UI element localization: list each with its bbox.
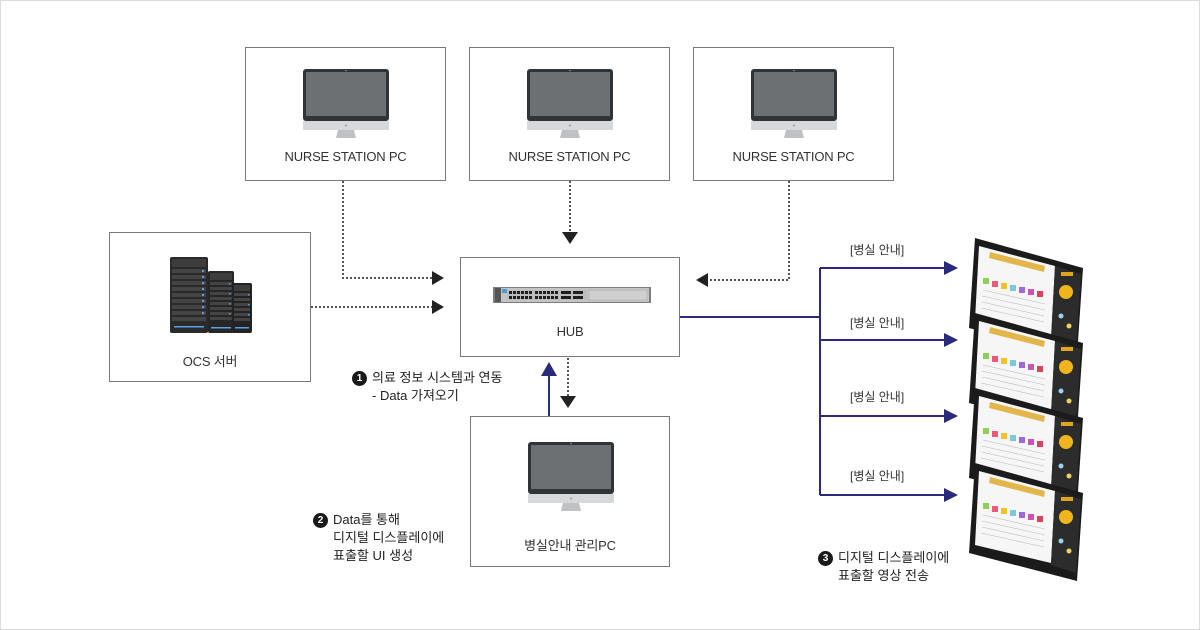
dotted-line-ns3-hub <box>708 181 790 281</box>
node-label: NURSE STATION PC <box>284 149 407 164</box>
monitor-icon <box>528 442 614 511</box>
note-line: 표출할 UI 생성 <box>333 548 414 563</box>
note-line: 표출할 영상 전송 <box>838 568 929 583</box>
monitor-icon <box>303 69 389 138</box>
ward-management-pc-node: 병실안내 관리PC <box>470 416 670 567</box>
link-label: [병실 안내] <box>850 243 905 257</box>
link-label: [병실 안내] <box>850 469 905 483</box>
arrow-ns3-hub <box>696 273 708 287</box>
note-1: 1 의료 정보 시스템과 연동 - Data 가져오기 <box>352 369 502 405</box>
nurse-station-pc-node: NURSE STATION PC <box>693 47 894 181</box>
note-2: 2 Data를 통해 디지털 디스플레이에 표출할 UI 생성 <box>313 511 444 565</box>
arrow-display-1 <box>944 261 958 275</box>
dotted-line-ns1-hub <box>342 181 432 279</box>
link-label: [병실 안내] <box>850 390 905 404</box>
node-label: OCS 서버 <box>182 354 238 369</box>
note-line: 의료 정보 시스템과 연동 <box>372 370 503 385</box>
arrow-display-4 <box>944 488 958 502</box>
arrow-display-2 <box>944 333 958 347</box>
arrow-hub-wardpc <box>560 396 576 408</box>
arrow-wardpc-hub <box>541 362 557 376</box>
note-3: 3 디지털 디스플레이에 표출할 영상 전송 <box>818 549 949 585</box>
nurse-station-pc-node: NURSE STATION PC <box>469 47 670 181</box>
step-number-badge: 2 <box>313 513 328 528</box>
node-label: NURSE STATION PC <box>732 149 855 164</box>
hub-node: HUB <box>460 257 680 357</box>
node-label: 병실안내 관리PC <box>524 538 616 553</box>
node-label: HUB <box>556 324 584 339</box>
monitor-icon <box>527 69 613 138</box>
arrow-ocs-hub <box>432 300 444 314</box>
arrow-display-3 <box>944 409 958 423</box>
note-line: 디지털 디스플레이에 <box>838 550 950 565</box>
note-line: 디지털 디스플레이에 <box>333 530 445 545</box>
step-number-badge: 3 <box>818 551 833 566</box>
link-label: [병실 안내] <box>850 316 905 330</box>
ocs-server-node: OCS 서버 <box>109 232 311 382</box>
note-line: Data를 통해 <box>333 512 400 527</box>
network-switch-icon <box>493 287 651 303</box>
monitor-icon <box>751 69 837 138</box>
note-line: - Data 가져오기 <box>372 388 459 403</box>
arrow-ns1-hub <box>432 271 444 285</box>
arrow-ns2-hub <box>562 232 578 244</box>
digital-display-stack <box>968 237 1084 582</box>
node-label: NURSE STATION PC <box>508 149 631 164</box>
nurse-station-pc-node: NURSE STATION PC <box>245 47 446 181</box>
server-rack-icon <box>170 257 252 333</box>
step-number-badge: 1 <box>352 371 367 386</box>
